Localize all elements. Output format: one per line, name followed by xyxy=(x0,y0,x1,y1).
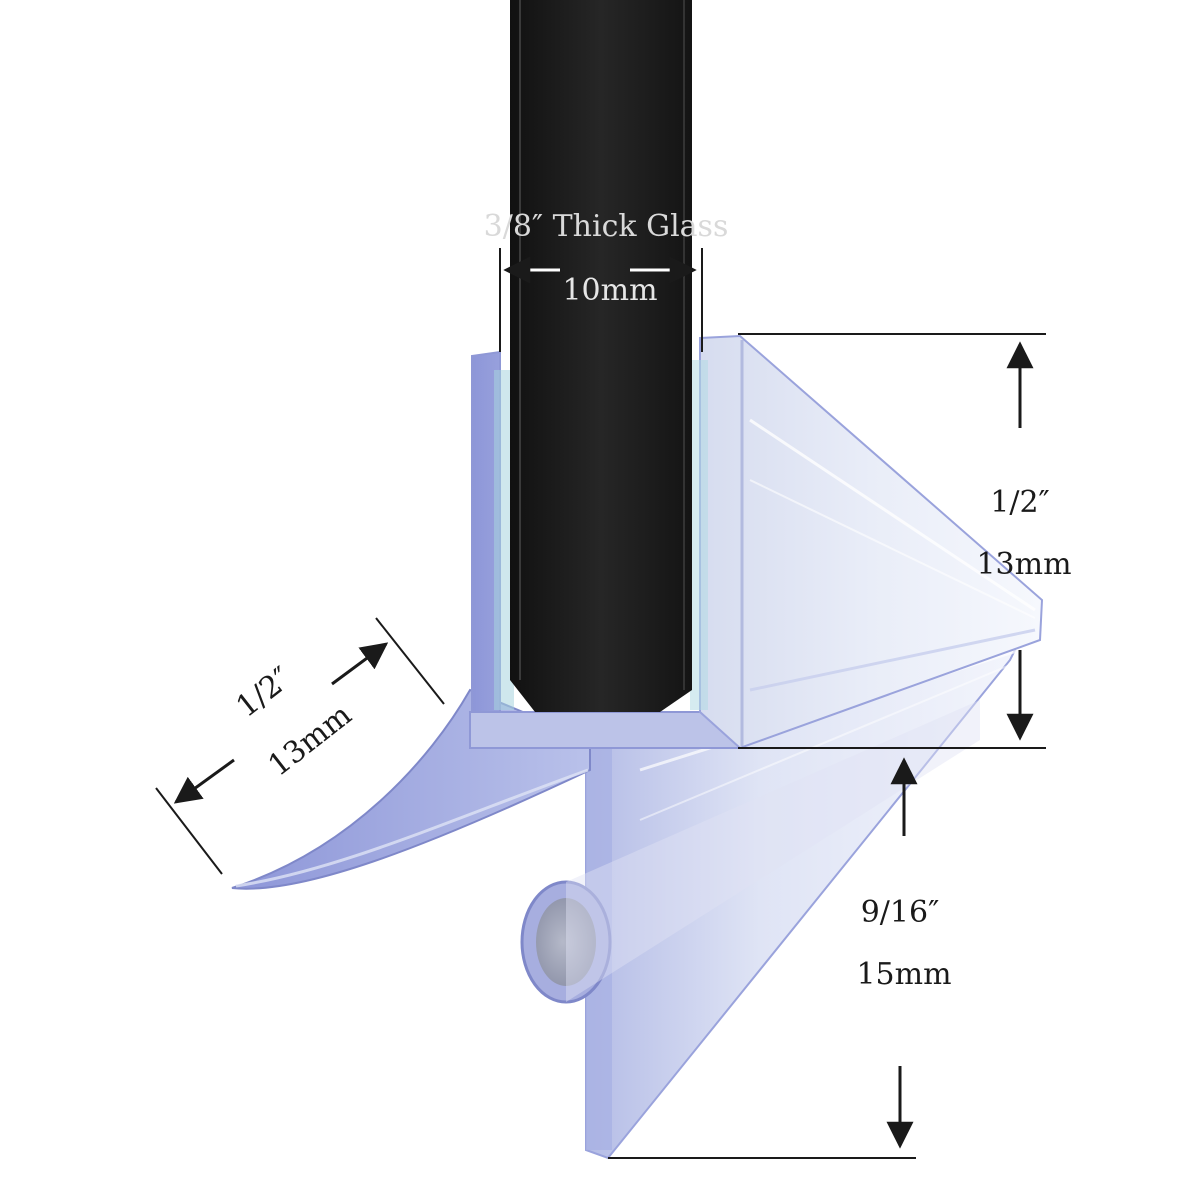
glass-width-metric: 10mm xyxy=(562,273,657,308)
top-height-metric: 13mm xyxy=(976,547,1071,582)
glass-thickness-dimension: 3/8″ Thick Glass 10mm xyxy=(484,209,729,352)
glass-panel xyxy=(510,0,692,712)
top-height-imperial: 1/2″ xyxy=(990,485,1050,520)
seal-channel xyxy=(469,334,1044,750)
drip-bulb xyxy=(520,700,980,1004)
lower-height-metric: 15mm xyxy=(856,957,951,992)
top-height-dimension: 1/2″ 13mm xyxy=(738,333,1072,749)
lower-height-imperial: 9/16″ xyxy=(861,895,940,930)
glass-thickness-label: 3/8″ Thick Glass xyxy=(484,209,729,244)
fin-length-imperial: 1/2″ xyxy=(230,660,298,724)
fin-length-metric: 13mm xyxy=(262,697,358,783)
lower-height-dimension: 9/16″ 15mm xyxy=(608,757,952,1159)
